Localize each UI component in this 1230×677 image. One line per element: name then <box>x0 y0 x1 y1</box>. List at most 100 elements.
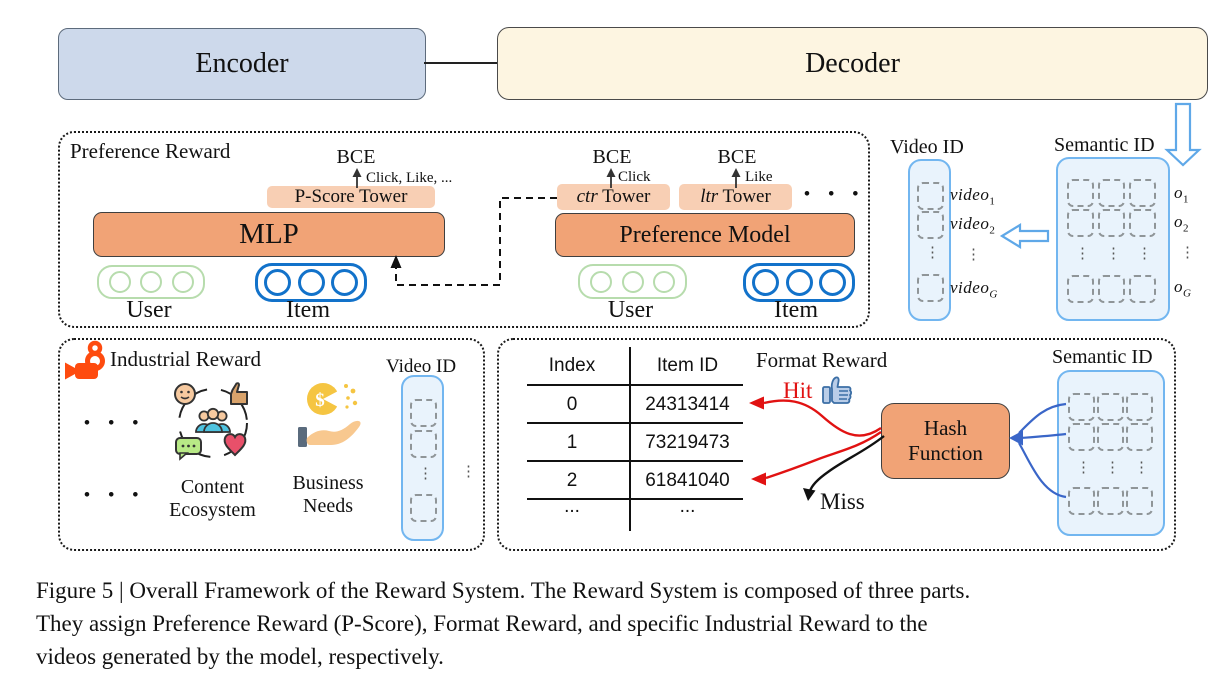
encoder-box: Encoder <box>58 28 426 100</box>
embedding-circle <box>108 271 131 293</box>
semantic-token-cell <box>1098 275 1125 303</box>
vertical-ellipsis: ⋮ <box>1134 460 1149 476</box>
svg-text:$: $ <box>315 390 325 411</box>
content-ecosystem-label-line1: Content <box>180 476 245 498</box>
caption-line-2: They assign Preference Reward (P-Score),… <box>36 611 928 636</box>
table-row-item-id: 73219473 <box>645 432 730 453</box>
ltr-tower-box: ltr Tower <box>679 184 792 210</box>
video-id-top-title: Video ID <box>890 136 964 158</box>
more-signals-dots-2: • • • <box>84 485 146 504</box>
embedding-circle <box>140 271 162 293</box>
table-row-index: ... <box>564 496 580 517</box>
vertical-ellipsis: ⋮ <box>1075 246 1090 262</box>
semantic-token-cell <box>1126 423 1153 451</box>
semantic-id-bottom-title: Semantic ID <box>1052 346 1153 368</box>
vertical-ellipsis: ⋮ <box>1137 246 1152 262</box>
format-reward-title: Format Reward <box>756 348 888 372</box>
industrial-video-id-column: ⋮ <box>401 375 444 541</box>
hash-function-label-line1: Hash <box>923 416 968 440</box>
caption-line-1: Figure 5 | Overall Framework of the Rewa… <box>36 578 971 603</box>
figure-caption: Figure 5 | Overall Framework of the Rewa… <box>36 574 1206 673</box>
content-ecosystem-icon <box>171 380 255 464</box>
item-label-2: Item <box>774 297 818 323</box>
p-score-tower-label: P-Score Tower <box>294 186 408 207</box>
o-label-G: oG <box>1174 277 1192 300</box>
ctr-tower-box: ctr Tower <box>557 184 670 210</box>
ctr-tower-em: ctr <box>576 186 598 207</box>
user-label-1: User <box>126 297 172 323</box>
user-embedding-1 <box>97 265 205 299</box>
semantic-token-cell <box>1098 209 1125 237</box>
video-label-2: video2 <box>950 214 995 237</box>
bce-label-2: BCE <box>592 146 632 168</box>
semantic-token-cell <box>1067 275 1094 303</box>
video-token-cell <box>410 430 437 458</box>
embedding-circle <box>752 269 780 296</box>
hash-function-label-line2: Function <box>908 441 983 465</box>
vertical-ellipsis: ⋮ <box>461 464 476 480</box>
semantic-token-cell <box>1067 209 1094 237</box>
ctr-tower-rest: Tower <box>597 186 651 207</box>
semantic-token-cell <box>1068 423 1095 451</box>
item-embedding-2 <box>743 263 855 302</box>
content-ecosystem-label-line2: Ecosystem <box>169 499 256 521</box>
preference-model-box: Preference Model <box>555 213 855 257</box>
semantic-token-cell <box>1126 487 1153 515</box>
business-needs-label-line2: Needs <box>303 495 353 517</box>
semantic-to-video-arrow <box>999 223 1050 249</box>
embedding-circle <box>264 269 292 296</box>
decoder-to-semantic-arrow <box>1164 102 1202 167</box>
industrial-reward-panel <box>58 338 485 551</box>
hash-function-box: Hash Function <box>881 403 1010 479</box>
semantic-token-cell <box>1129 209 1156 237</box>
p-score-tower-box: P-Score Tower <box>267 186 435 208</box>
vertical-ellipsis: ⋮ <box>966 247 981 263</box>
semantic-id-bottom-box: ⋮ ⋮ ⋮ <box>1057 370 1165 536</box>
decoder-box: Decoder <box>497 27 1208 100</box>
more-towers-dots: • • • <box>804 184 866 203</box>
bce-note-2: Click <box>618 169 651 185</box>
table-row-index: 0 <box>566 394 578 415</box>
mlp-label: MLP <box>239 218 299 250</box>
industrial-reward-title: Industrial Reward <box>110 347 262 371</box>
bce-note-1: Click, Like, ... <box>366 170 453 186</box>
decoder-label: Decoder <box>805 47 900 79</box>
hit-label: Hit <box>783 378 813 403</box>
encoder-label: Encoder <box>195 48 289 79</box>
more-signals-dots-1: • • • <box>84 413 146 432</box>
video-token-cell <box>917 211 944 239</box>
industrial-video-id-title: Video ID <box>386 356 457 377</box>
o-label-1: o1 <box>1174 183 1189 206</box>
video-label-1: video1 <box>950 185 995 208</box>
table-header-index: Index <box>548 355 596 376</box>
semantic-token-cell <box>1097 487 1124 515</box>
ltr-tower-em: ltr <box>700 186 719 207</box>
embedding-circle <box>621 270 644 293</box>
embedding-circle <box>297 269 325 296</box>
video-token-cell <box>917 182 944 210</box>
table-row-item-id: 61841040 <box>645 470 730 491</box>
semantic-token-cell <box>1068 393 1095 421</box>
preference-reward-panel <box>58 131 870 328</box>
vertical-ellipsis: ⋮ <box>1076 460 1091 476</box>
bce-label-1: BCE <box>336 146 376 168</box>
ltr-tower-rest: Tower <box>718 186 771 207</box>
semantic-token-cell <box>1129 179 1156 207</box>
preference-model-label: Preference Model <box>619 221 791 248</box>
item-label-1: Item <box>286 297 330 323</box>
semantic-token-cell <box>1068 487 1095 515</box>
semantic-token-cell <box>1097 393 1124 421</box>
video-id-top-column: ⋮ <box>908 159 951 321</box>
table-row-index: 2 <box>566 470 578 491</box>
mlp-box: MLP <box>93 212 445 257</box>
o-label-2: o2 <box>1174 212 1189 235</box>
table-header-item-id: Item ID <box>656 355 719 376</box>
embedding-circle <box>330 269 358 296</box>
table-row-item-id: 24313414 <box>645 394 730 415</box>
semantic-id-top-box: ⋮ ⋮ ⋮ <box>1056 157 1170 321</box>
embedding-circle <box>785 269 813 296</box>
embedding-circle <box>818 269 846 296</box>
vertical-ellipsis: ⋮ <box>1106 246 1121 262</box>
business-needs-icon: $ <box>296 378 370 458</box>
